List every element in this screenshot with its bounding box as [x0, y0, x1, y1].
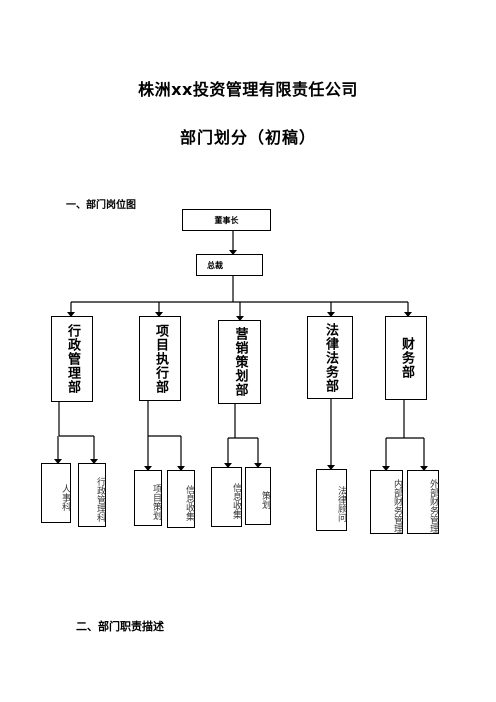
sub-planning: 策划 [245, 467, 271, 525]
dept-project-label: 项目执行部 [153, 323, 168, 394]
dept-project: 项目执行部 [139, 316, 181, 401]
president-box: 总裁 [196, 254, 263, 276]
sub-info-collection-1: 信息收集 [167, 470, 195, 528]
sub-legal-advisor: 法律顾问 [316, 469, 347, 531]
sub-external-finance: 外部财务管理 [407, 470, 439, 534]
chairman-label: 董事长 [214, 215, 239, 225]
sub-hr: 人事科 [41, 463, 71, 523]
sub-planning-label: 策划 [260, 491, 270, 509]
document-subtitle: 部门划分（初稿） [179, 128, 316, 147]
document-title: 株洲xx投资管理有限责任公司 [138, 80, 358, 99]
sub-project-planning-label: 项目策划 [151, 484, 161, 520]
sub-legal-advisor-label: 法律顾问 [336, 486, 346, 522]
sub-info-collection-2: 信息收集 [211, 467, 242, 527]
sub-project-planning: 项目策划 [134, 470, 162, 526]
president-label: 总裁 [207, 260, 223, 270]
sub-info-collection-2-label: 信息收集 [231, 483, 241, 519]
chairman-box: 董事长 [182, 209, 271, 231]
section-heading-2: 二、部门职责描述 [76, 620, 164, 633]
sub-internal-finance-label: 内部财务管理 [392, 479, 402, 533]
dept-admin-label: 行政管理部 [65, 324, 80, 394]
sub-admin-mgmt: 行政管理科 [78, 463, 106, 527]
dept-legal: 法律法务部 [307, 316, 353, 399]
sub-hr-label: 人事科 [60, 483, 70, 511]
sub-external-finance-label: 外部财务管理 [428, 479, 438, 533]
dept-finance-label: 财务部 [399, 337, 414, 379]
dept-finance: 财务部 [385, 316, 427, 400]
sub-info-collection-1-label: 信息收集 [184, 485, 194, 521]
section-heading-1: 一、部门岗位图 [66, 200, 136, 211]
sub-admin-mgmt-label: 行政管理科 [95, 476, 105, 522]
sub-internal-finance: 内部财务管理 [370, 470, 403, 534]
dept-legal-label: 法律法务部 [323, 322, 338, 393]
dept-marketing-label: 营销策划部 [232, 327, 248, 397]
dept-marketing: 营销策划部 [218, 320, 261, 404]
dept-admin: 行政管理部 [51, 316, 93, 402]
